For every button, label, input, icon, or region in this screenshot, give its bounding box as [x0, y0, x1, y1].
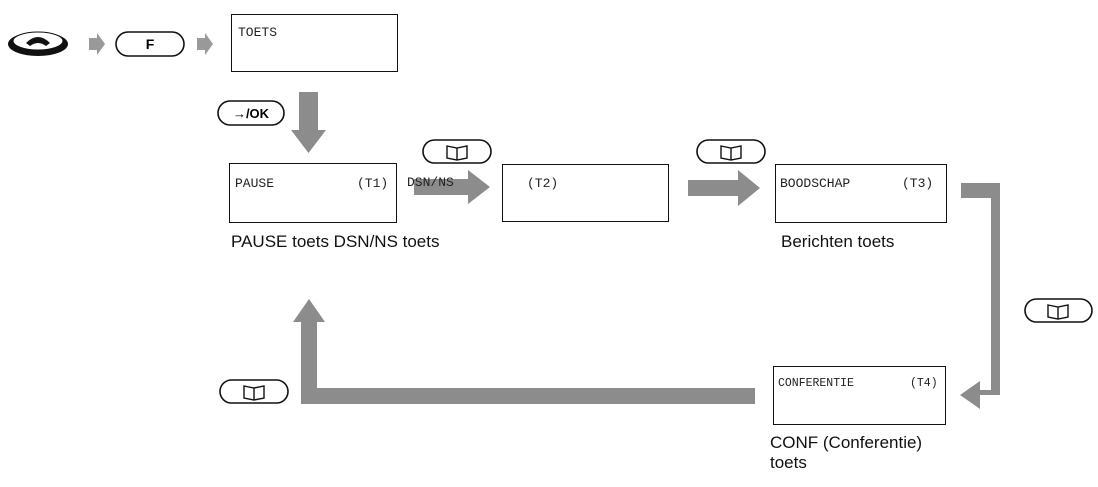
arrow-t1-to-t2 — [414, 170, 490, 204]
caption-row1: PAUSE toets DSN/NS toets — [231, 232, 440, 251]
screen-t1-note: DSN/NS — [407, 175, 454, 190]
screen-t2: (T2) — [502, 164, 669, 222]
screen-t4: CONFERENTIE (T4) — [773, 366, 946, 425]
screen-t1: PAUSE (T1) — [229, 163, 397, 223]
handset-icon — [26, 37, 50, 46]
f-key-label: F — [146, 36, 155, 52]
f-key: F — [115, 31, 185, 57]
arrow-t2-to-t3 — [688, 170, 760, 206]
book-key-4 — [219, 379, 289, 404]
arrow-down-to-t1 — [291, 92, 326, 153]
arrow-t4-to-t1 — [293, 299, 755, 404]
small-arrow — [89, 33, 105, 55]
caption-t4-line2: toets — [770, 453, 807, 472]
ok-key-label: →/OK — [233, 106, 270, 121]
screen-t2-id: (T2) — [527, 176, 559, 191]
screen-t1-id: (T1) — [357, 176, 389, 191]
book-key-3 — [1024, 298, 1093, 323]
caption-t3: Berichten toets — [781, 232, 895, 251]
screen-t3-text: BOODSCHAP — [780, 176, 851, 191]
screen-t3-id: (T3) — [902, 176, 934, 191]
screen-toets: TOETS — [231, 14, 398, 72]
caption-t4-line1: CONF (Conferentie) — [770, 433, 923, 452]
book-icon — [720, 145, 742, 161]
screen-t3: BOODSCHAP (T3) — [775, 164, 947, 223]
book-key-1 — [422, 139, 492, 164]
book-icon — [243, 385, 265, 401]
book-key-2 — [696, 139, 766, 164]
screen-t1-text: PAUSE — [235, 176, 275, 191]
screen-t4-id: (T4) — [910, 377, 938, 390]
ok-key: →/OK — [217, 100, 285, 126]
arrow-t3-to-t4 — [960, 183, 1000, 409]
screen-t4-text: CONFERENTIE — [778, 377, 854, 390]
small-arrow-2 — [197, 33, 213, 55]
screen-toets-text: TOETS — [238, 25, 278, 40]
book-icon — [446, 145, 468, 161]
book-icon — [1047, 304, 1069, 320]
handset-key — [8, 31, 68, 56]
